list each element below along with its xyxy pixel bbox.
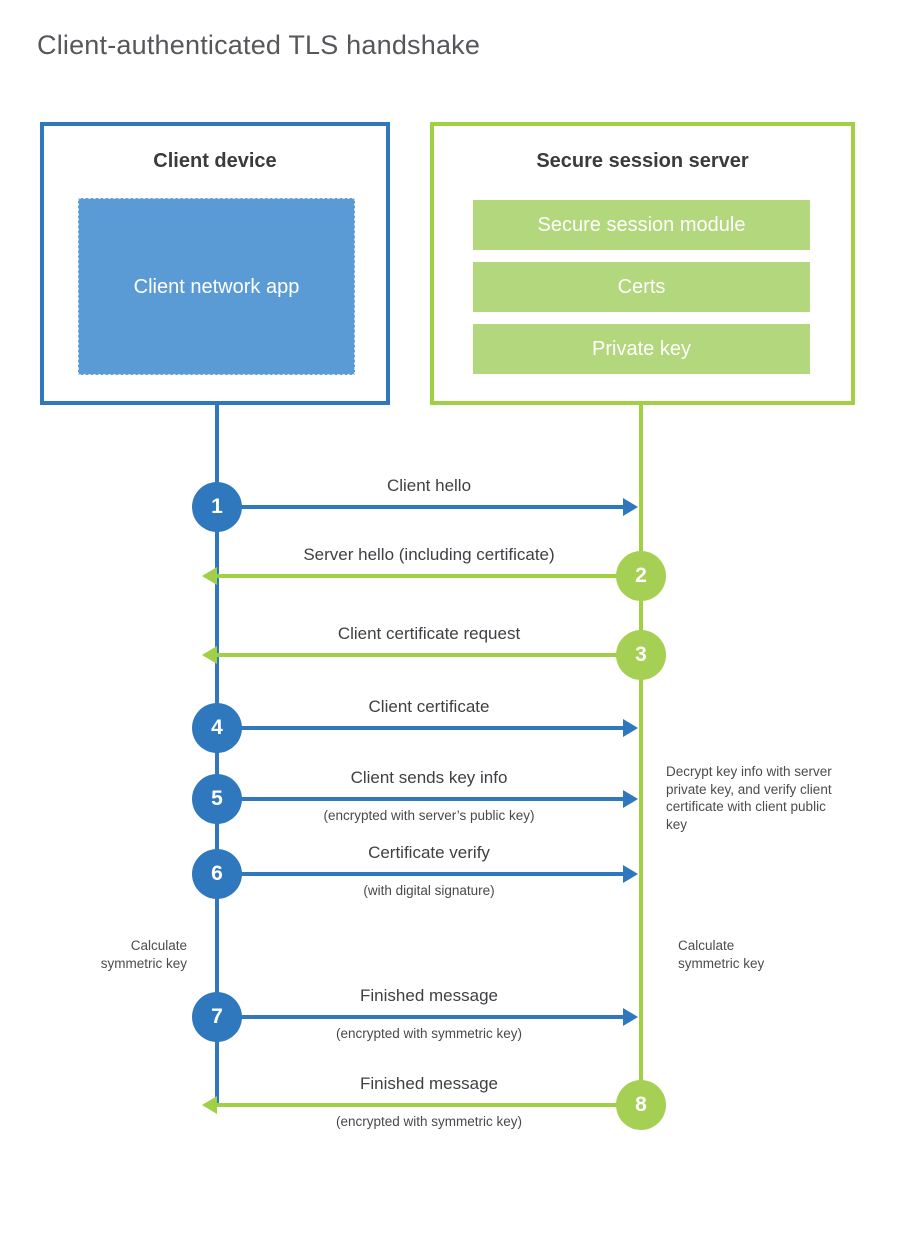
- message-label: Server hello (including certificate): [303, 545, 555, 564]
- server-lifeline: [639, 401, 643, 1105]
- client-device-box: Client device Client network app: [40, 122, 390, 405]
- arrow-head-right-icon: [623, 790, 638, 808]
- message-arrow: [217, 797, 624, 801]
- message-sublabel: (encrypted with server’s public key): [323, 808, 535, 823]
- server-module-secure-session: Secure session module: [473, 200, 810, 250]
- server-module-private-key: Private key: [473, 324, 810, 374]
- message-sublabel: (encrypted with symmetric key): [335, 1114, 523, 1129]
- step-number-badge: 1: [192, 482, 242, 532]
- arrow-head-right-icon: [623, 719, 638, 737]
- message-label: Client hello: [386, 476, 472, 495]
- message-label: Client certificate request: [337, 624, 521, 643]
- message-arrow: [217, 574, 641, 578]
- step-number-badge: 7: [192, 992, 242, 1042]
- step-number-badge: 2: [616, 551, 666, 601]
- message-arrow: [217, 653, 641, 657]
- message-label: Finished message: [360, 986, 498, 1005]
- message-sublabel: (with digital signature): [363, 883, 495, 898]
- arrow-head-left-icon: [202, 646, 217, 664]
- server-title: Secure session server: [536, 150, 749, 172]
- client-network-app-label: Client network app: [133, 275, 300, 298]
- note-calculate-symmetric-key-right: Calculate symmetric key: [678, 938, 765, 971]
- message-arrow: [217, 1015, 624, 1019]
- server-module-certs: Certs: [473, 262, 810, 312]
- arrow-head-left-icon: [202, 567, 217, 585]
- message-sublabel: (encrypted with symmetric key): [335, 1026, 523, 1041]
- client-lifeline: [215, 401, 219, 1107]
- client-device-title: Client device: [153, 150, 277, 172]
- note-calculate-symmetric-key-left: Calculate symmetric key: [100, 938, 187, 971]
- note-decrypt-key-info: Decrypt key info with server private key…: [666, 764, 832, 832]
- message-label: Finished message: [360, 1074, 498, 1093]
- step-number-badge: 4: [192, 703, 242, 753]
- step-number-badge: 6: [192, 849, 242, 899]
- server-box: Secure session server Secure session mod…: [430, 122, 855, 405]
- message-arrow: [217, 872, 624, 876]
- arrow-head-right-icon: [623, 865, 638, 883]
- message-label: Certificate verify: [368, 843, 490, 862]
- message-label: Client certificate: [368, 697, 490, 716]
- arrow-head-left-icon: [202, 1096, 217, 1114]
- message-label: Client sends key info: [350, 768, 508, 787]
- message-arrow: [217, 726, 624, 730]
- arrow-head-right-icon: [623, 498, 638, 516]
- message-arrow: [217, 505, 624, 509]
- step-number-badge: 8: [616, 1080, 666, 1130]
- step-number-badge: 3: [616, 630, 666, 680]
- step-number-badge: 5: [192, 774, 242, 824]
- client-network-app-box: Client network app: [78, 198, 355, 375]
- page-title: Client-authenticated TLS handshake: [37, 30, 481, 60]
- arrow-head-right-icon: [623, 1008, 638, 1026]
- message-arrow: [217, 1103, 641, 1107]
